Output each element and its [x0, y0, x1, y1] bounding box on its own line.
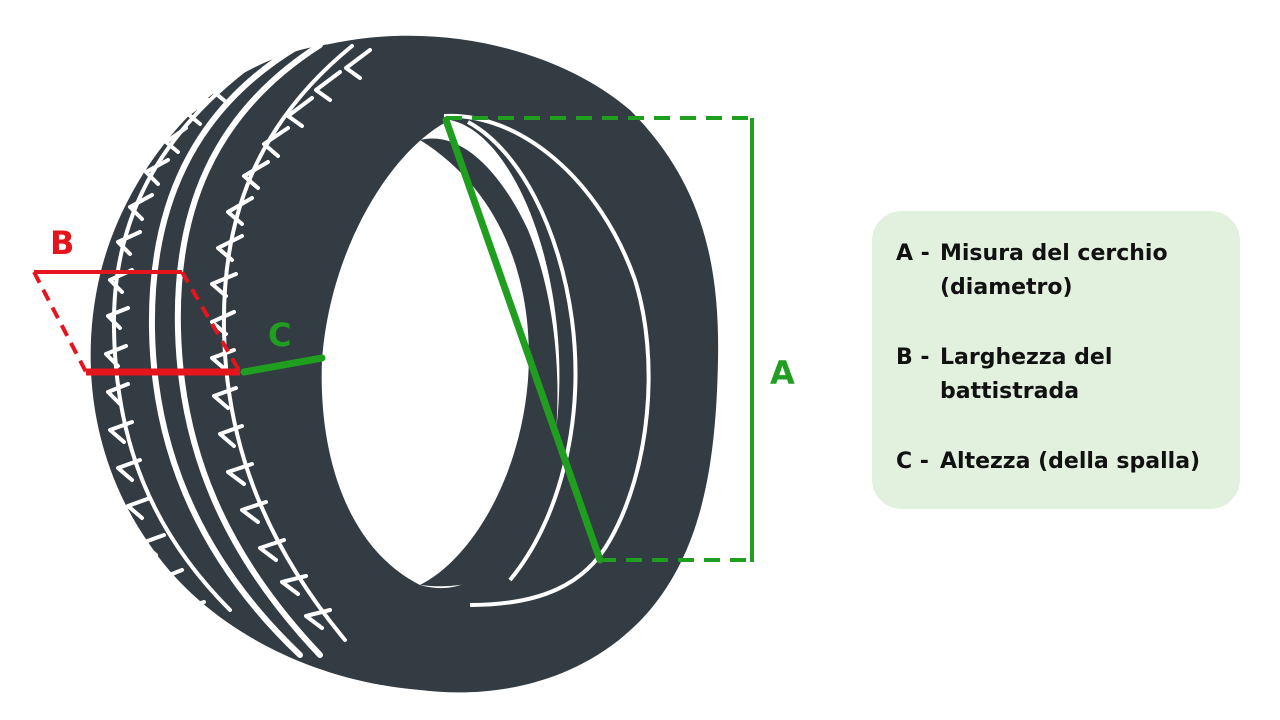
tread-groove-main-2 — [174, 42, 323, 658]
legend-text-a: Misura del cerchio (diametro) — [940, 241, 1168, 300]
legend-text-b: Larghezza del battistrada — [940, 345, 1113, 404]
legend-box: A - Misura del cerchio (diametro) B - La… — [872, 211, 1240, 509]
legend-key-c: C - — [896, 449, 929, 474]
tread-pattern — [104, 42, 372, 658]
marker-c-group: C — [240, 316, 326, 376]
marker-a-group: A — [442, 116, 795, 564]
marker-b-label: B — [50, 224, 74, 262]
tread-groove-outer — [111, 60, 257, 612]
inner-bead-band — [420, 138, 558, 587]
legend-text-c: Altezza (della spalla) — [940, 449, 1201, 474]
rim-edge-line — [443, 113, 651, 607]
marker-a-label: A — [770, 354, 795, 392]
marker-a-diagonal — [442, 116, 604, 564]
legend-item-a: A - Misura del cerchio (diametro) — [896, 237, 1230, 305]
marker-c-line — [240, 354, 326, 376]
tread-groove-main-1 — [148, 42, 303, 658]
tread-sipes-right — [210, 48, 372, 630]
legend-key-b: B - — [896, 345, 930, 370]
rim-opening — [321, 120, 560, 589]
legend-key-a: A - — [896, 241, 930, 266]
rim-edge-line-inner — [467, 120, 578, 582]
marker-c-label: C — [268, 316, 291, 354]
marker-b-left-dash — [32, 271, 88, 373]
tread-sipes-left — [104, 76, 234, 622]
marker-b-group: B — [32, 224, 242, 376]
legend-item-b: B - Larghezza del battistrada — [896, 341, 1230, 409]
legend-item-c: C - Altezza (della spalla) — [896, 445, 1230, 479]
